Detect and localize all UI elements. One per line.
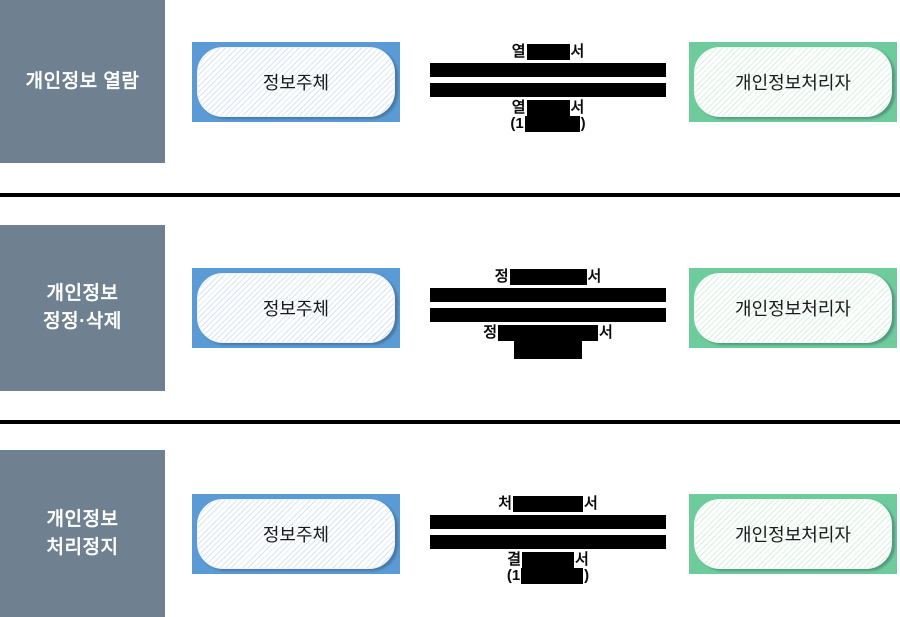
request-doc-prefix: 처	[498, 494, 512, 512]
request-doc-prefix: 정	[494, 268, 509, 285]
redaction-bar	[498, 325, 598, 341]
redaction-bar	[514, 341, 582, 359]
redacted-arrow-left	[430, 534, 666, 549]
response-doc-suffix: 서	[575, 550, 589, 568]
request-doc-suffix: 서	[570, 42, 585, 60]
section-title-suspension: 개인정보 처리정지	[0, 450, 165, 617]
redaction-bar	[509, 269, 587, 285]
deadline-suffix: )	[584, 566, 590, 584]
data-subject-box: 정보주체	[192, 41, 400, 122]
redacted-arrow-right	[430, 288, 666, 302]
response-doc-prefix: 열	[511, 98, 526, 116]
response-doc-line2	[483, 341, 613, 359]
processor-box: 개인정보처리자	[689, 41, 897, 122]
response-doc-line2: (1)	[506, 566, 590, 584]
deadline-suffix: )	[580, 114, 586, 132]
request-doc-suffix: 서	[584, 494, 598, 512]
response-doc-prefix: 정	[483, 324, 497, 341]
section-divider	[0, 420, 900, 424]
processor-label: 개인정보처리자	[694, 273, 892, 343]
redacted-arrow-left	[430, 308, 666, 322]
redaction-bar	[526, 43, 570, 60]
data-subject-label: 정보주체	[197, 46, 395, 117]
redacted-arrow-right	[430, 62, 666, 77]
request-doc-suffix: 서	[587, 268, 602, 285]
data-subject-label: 정보주체	[197, 273, 395, 343]
redacted-arrow-left	[430, 82, 666, 97]
section-title-correction: 개인정보 정정·삭제	[0, 225, 165, 391]
response-doc-line2: (1)	[510, 114, 586, 132]
section-title-line1: 개인정보	[46, 283, 119, 305]
section-title-line2: 처리정지	[46, 536, 119, 558]
data-subject-label: 정보주체	[197, 498, 395, 569]
processor-box: 개인정보처리자	[689, 493, 897, 574]
deadline-prefix: (1	[506, 566, 521, 584]
redacted-arrow-right	[430, 514, 666, 529]
request-doc-prefix: 열	[511, 42, 526, 60]
response-doc-prefix: 결	[507, 550, 521, 568]
section-title-access: 개인정보 열람	[0, 0, 165, 163]
section-divider	[0, 193, 900, 197]
response-doc-suffix: 서	[570, 98, 585, 116]
section-title-line2: 정정·삭제	[43, 311, 122, 332]
section-title-line1: 개인정보 열람	[25, 70, 140, 92]
section-title-line1: 개인정보	[46, 508, 119, 530]
redaction-bar	[513, 495, 583, 512]
processor-label: 개인정보처리자	[694, 46, 892, 117]
data-subject-box: 정보주체	[192, 268, 400, 348]
processor-label: 개인정보처리자	[694, 498, 892, 569]
response-doc-suffix: 서	[599, 324, 613, 341]
processor-box: 개인정보처리자	[689, 268, 897, 348]
redaction-bar	[522, 551, 574, 568]
data-subject-box: 정보주체	[192, 493, 400, 574]
redaction-bar	[526, 99, 570, 116]
redaction-bar	[521, 567, 584, 584]
redaction-bar	[524, 115, 580, 132]
deadline-prefix: (1	[510, 114, 524, 132]
